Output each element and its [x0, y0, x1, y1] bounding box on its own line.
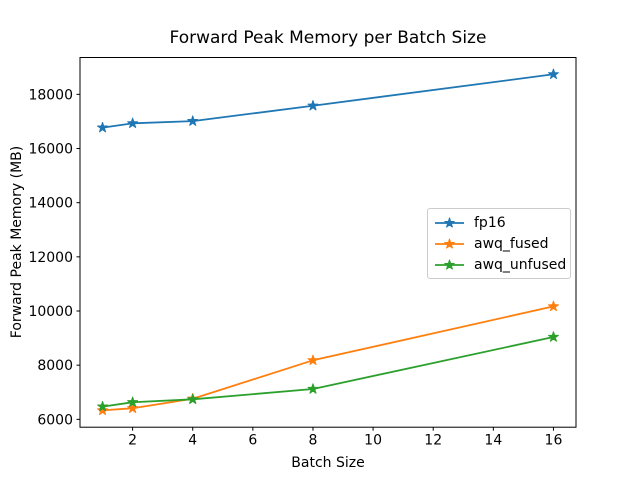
- data-point-awq_unfused: [97, 400, 108, 412]
- chart-title: Forward Peak Memory per Batch Size: [169, 28, 487, 48]
- data-point-awq_unfused: [187, 393, 199, 405]
- legend-row-awq-unfused: awq_unfused: [428, 254, 570, 275]
- x-tick-label: 10: [364, 433, 382, 449]
- x-axis-label: Batch Size: [291, 455, 365, 471]
- data-point-fp16: [127, 117, 139, 129]
- x-tick-label: 8: [309, 433, 318, 449]
- legend-sample-fp16-icon: [435, 217, 464, 228]
- x-tick-label: 14: [484, 433, 502, 449]
- y-axis-label: Forward Peak Memory (MB): [9, 145, 25, 339]
- x-tick-label: 16: [545, 433, 563, 449]
- y-tick-label: 14000: [28, 196, 73, 212]
- y-tick-label: 10000: [28, 304, 73, 320]
- data-point-awq_unfused: [127, 396, 139, 407]
- legend-sample-awq-fused-icon: [435, 238, 464, 249]
- legend-sample-marker: [444, 238, 455, 249]
- data-point-fp16: [548, 68, 559, 79]
- y-tick-label: 16000: [28, 142, 73, 158]
- data-point-fp16: [97, 121, 108, 133]
- legend: fp16 awq_fused awq_unfused: [427, 208, 571, 279]
- data-point-fp16: [307, 100, 319, 111]
- legend-row-awq-fused: awq_fused: [428, 233, 570, 254]
- legend-sample-marker: [444, 217, 455, 228]
- y-tick-label: 12000: [28, 250, 73, 266]
- legend-row-fp16: fp16: [428, 212, 570, 233]
- legend-label-awq-fused: awq_fused: [474, 235, 549, 252]
- legend-label-fp16: fp16: [474, 214, 506, 231]
- legend-sample-marker: [444, 259, 455, 270]
- data-point-awq_unfused: [307, 383, 319, 394]
- x-tick-label: 2: [128, 433, 137, 449]
- data-point-awq_fused: [127, 402, 139, 413]
- series-line-awq_unfused: [102, 336, 554, 408]
- x-tick-label: 4: [188, 433, 197, 449]
- data-point-awq_fused: [548, 300, 559, 312]
- legend-label-awq-unfused: awq_unfused: [474, 256, 567, 273]
- data-point-awq_fused: [97, 404, 108, 416]
- series-line-awq_fused: [102, 305, 554, 412]
- legend-sample-awq-unfused-icon: [435, 259, 464, 270]
- y-tick-label: 6000: [37, 412, 73, 428]
- data-point-fp16: [187, 115, 199, 126]
- plot-area-spines: [79, 57, 577, 428]
- y-tick-label: 18000: [28, 87, 73, 103]
- series-line-fp16: [102, 73, 554, 129]
- data-point-awq_fused: [307, 354, 319, 366]
- y-tick-label: 8000: [37, 358, 73, 374]
- data-point-awq_unfused: [548, 331, 559, 342]
- x-tick-label: 12: [424, 433, 442, 449]
- x-tick-label: 6: [248, 433, 257, 449]
